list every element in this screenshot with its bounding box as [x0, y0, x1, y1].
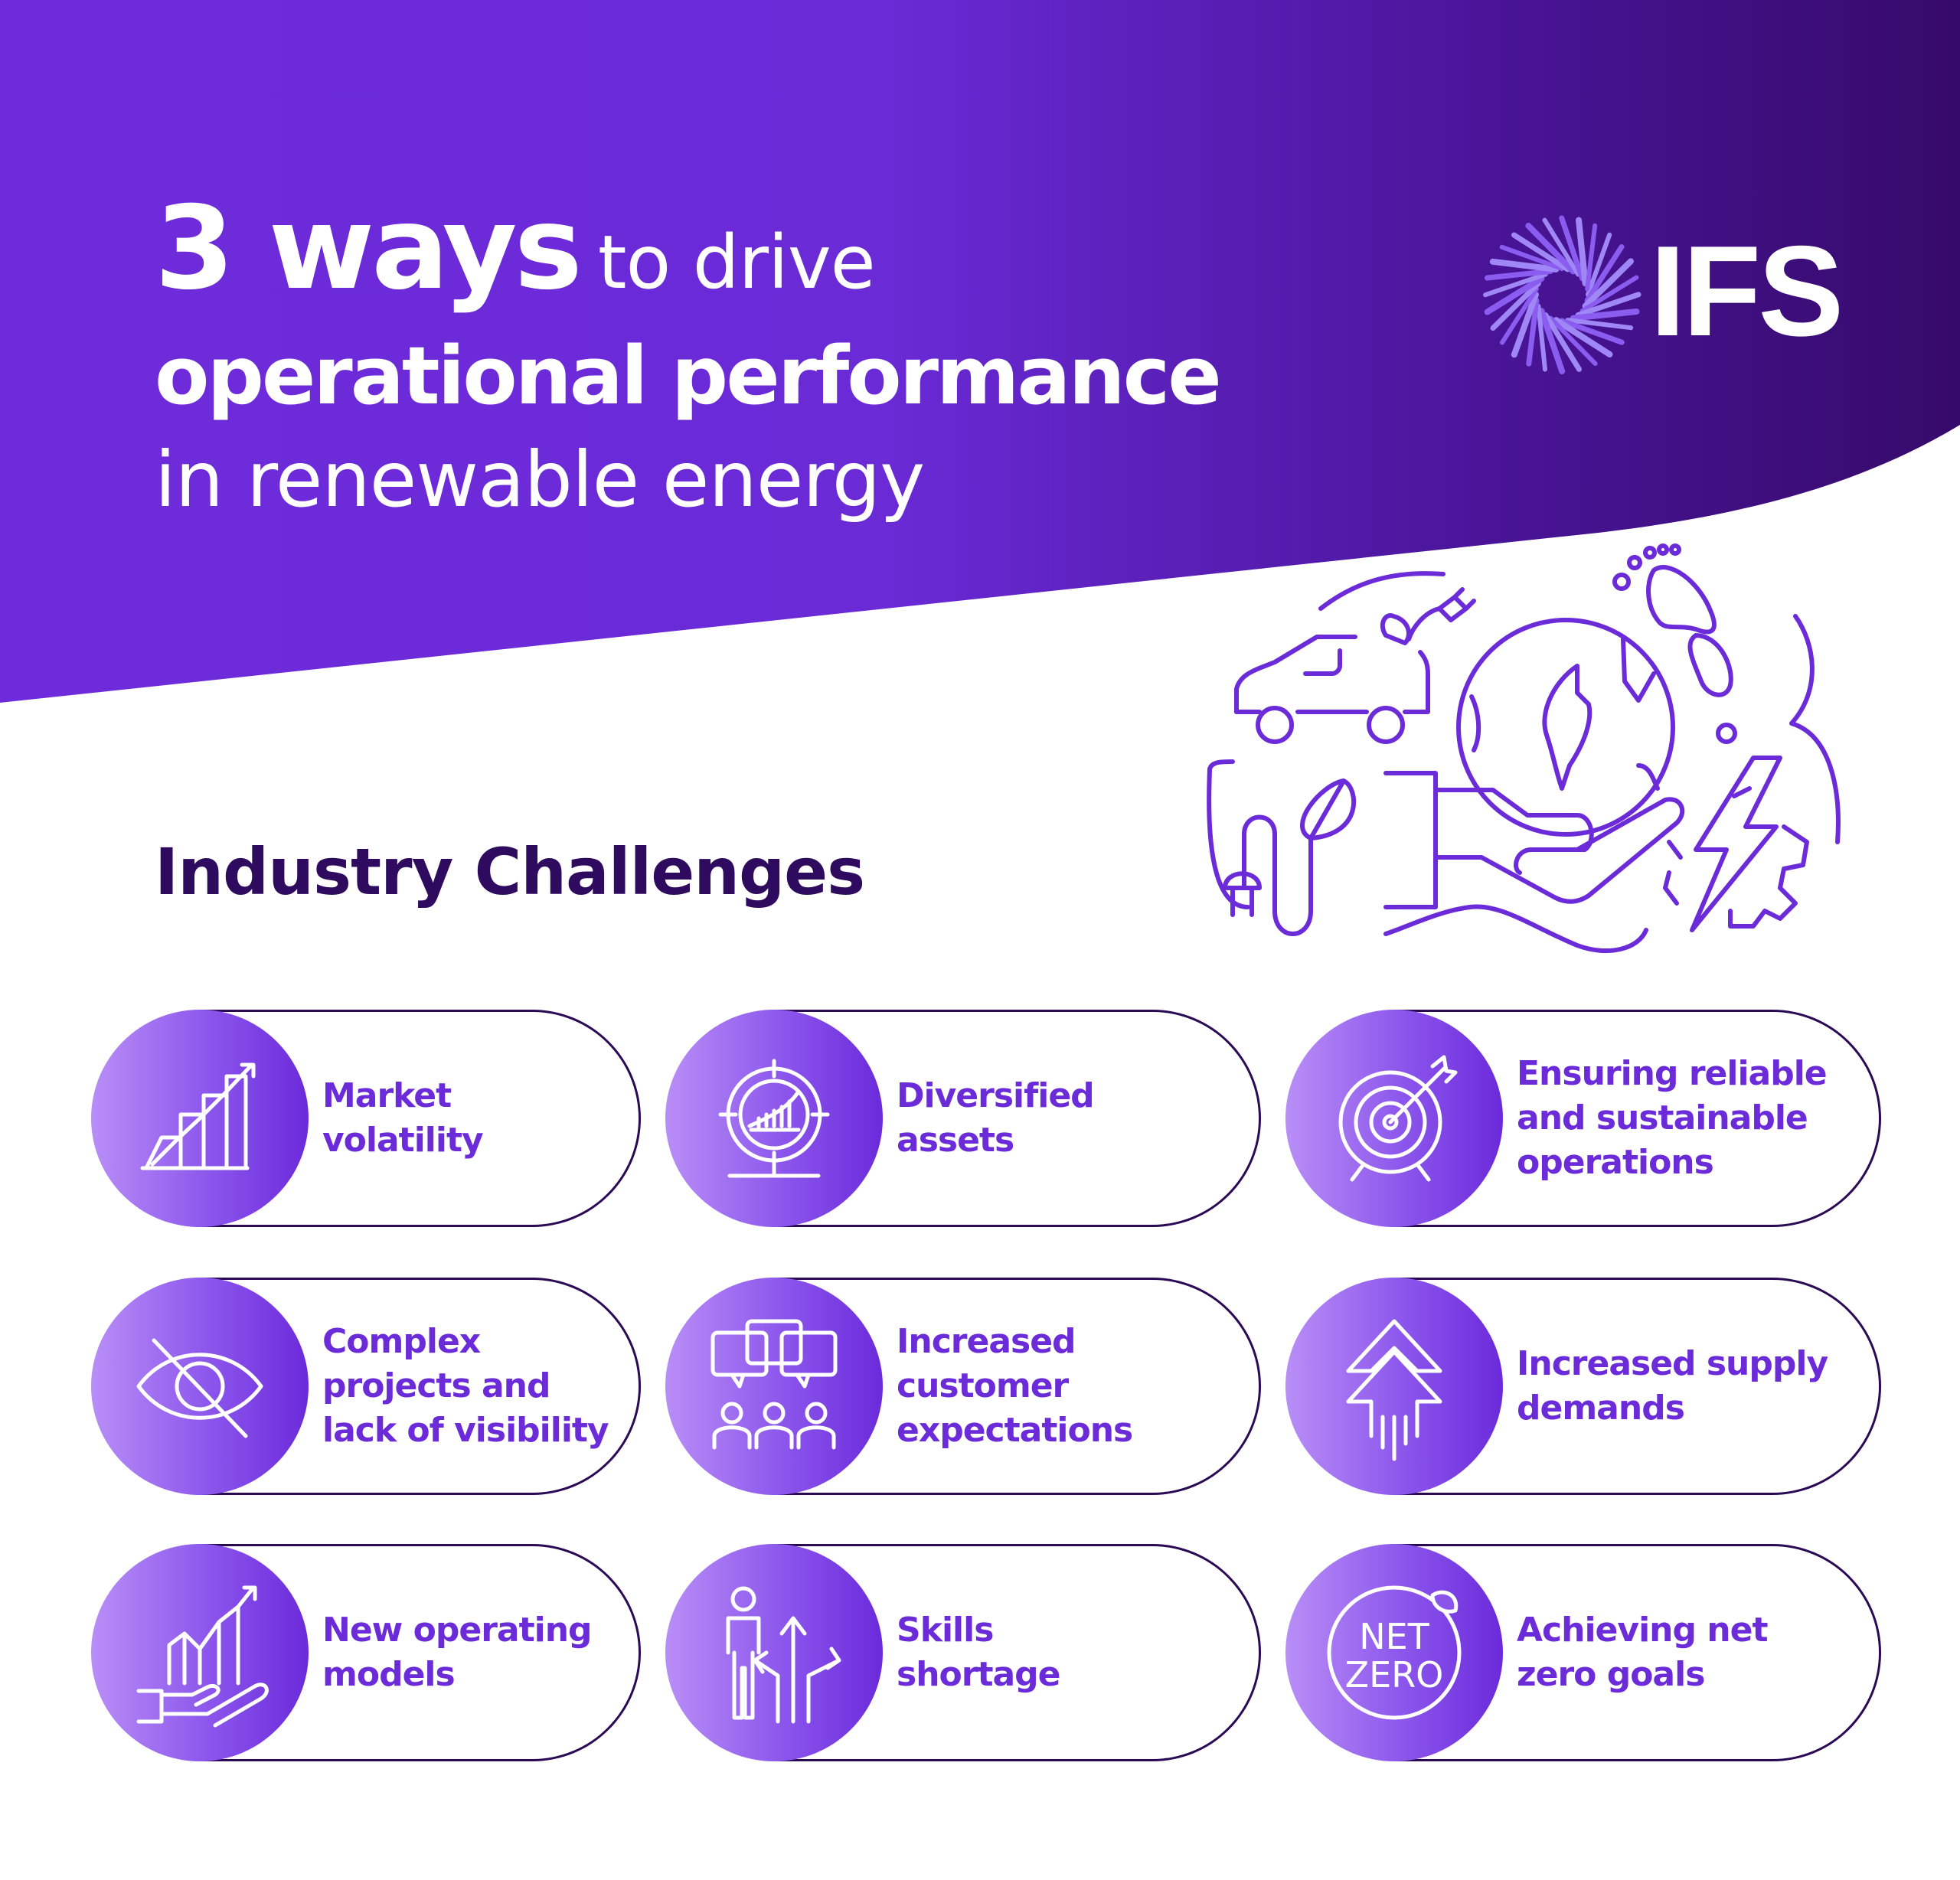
- challenge-label-line: shortage: [897, 1655, 1061, 1694]
- logo-wordmark: IFS: [1650, 219, 1844, 363]
- icon-circle: [665, 1278, 883, 1495]
- electric-car-icon: [1234, 587, 1476, 744]
- challenge-label-line: Increased: [897, 1322, 1076, 1361]
- challenge-label-line: and sustainable: [1517, 1098, 1808, 1137]
- headline-emphasis: 3 ways: [155, 182, 583, 315]
- challenge-card: Complex projects and lack of visibility: [91, 1278, 641, 1495]
- challenge-label-line: Ensuring reliable: [1517, 1054, 1828, 1093]
- bullseye-arrow-icon: [1338, 1055, 1458, 1182]
- swoosh-line: [1318, 571, 1446, 611]
- lightning-gear-icon: [1383, 756, 1809, 953]
- hand-icon: [1383, 771, 1685, 909]
- challenge-label-line: New operating: [322, 1611, 593, 1650]
- icon-circle: [1285, 1010, 1503, 1227]
- ifs-logo: IFS: [1478, 214, 1844, 375]
- rising-bar-chart-icon: [140, 1062, 256, 1170]
- footprint-icon: [1612, 543, 1841, 844]
- challenge-label-line: customer: [897, 1366, 1069, 1405]
- challenge-card: Market volatility: [91, 1010, 641, 1227]
- headline-line-2: operational performance: [155, 329, 1222, 423]
- target-chart-icon: [718, 1059, 830, 1178]
- challenge-label-line: expectations: [897, 1411, 1133, 1450]
- challenge-label-line: operations: [1517, 1143, 1714, 1182]
- challenge-card: Increased customer expectations: [665, 1278, 1261, 1495]
- challenge-label: Market volatility: [322, 1010, 644, 1227]
- challenge-label-line: models: [322, 1655, 456, 1694]
- challenge-label-line: Market: [322, 1076, 452, 1115]
- people-chat-icon: [710, 1319, 838, 1450]
- challenge-label-line: Achieving net: [1517, 1611, 1768, 1650]
- headline-line-3: in renewable energy: [155, 435, 925, 524]
- challenge-label-line: demands: [1517, 1389, 1685, 1428]
- hand-growth-chart-icon: [136, 1585, 269, 1728]
- net-zero-text-net: NET: [1359, 1616, 1429, 1657]
- challenge-label: Complex projects and lack of visibility: [322, 1278, 644, 1495]
- challenge-card: New operating models: [91, 1544, 641, 1761]
- eye-slash-icon: [136, 1338, 263, 1438]
- icon-circle: [91, 1544, 309, 1761]
- challenge-card: Ensuring reliable and sustainable operatio…: [1285, 1010, 1881, 1227]
- challenge-card: Increased supply demands: [1285, 1278, 1881, 1495]
- challenge-label-line: volatility: [322, 1121, 484, 1160]
- challenge-label-line: zero goals: [1517, 1655, 1705, 1694]
- challenge-label-line: Diversified: [897, 1076, 1095, 1115]
- challenge-label: New operating models: [322, 1544, 644, 1761]
- challenge-label-line: Complex: [322, 1322, 481, 1361]
- challenge-label: Increased supply demands: [1517, 1278, 1861, 1495]
- headline-rest: to drive: [597, 220, 876, 305]
- icon-circle: [665, 1544, 883, 1761]
- challenge-label: Increased customer expectations: [897, 1278, 1218, 1495]
- challenge-label-line: assets: [897, 1121, 1014, 1160]
- up-arrows-icon: [1346, 1319, 1442, 1461]
- challenge-label-line: projects and: [322, 1366, 550, 1405]
- challenge-label-line: lack of visibility: [322, 1411, 609, 1450]
- icon-circle: [1285, 1278, 1503, 1495]
- challenge-label: Ensuring reliable and sustainable operatio…: [1517, 1010, 1861, 1227]
- challenge-label-line: Increased supply: [1517, 1344, 1828, 1383]
- challenge-label: Diversified assets: [897, 1010, 1218, 1227]
- icon-circle: [665, 1010, 883, 1227]
- person-crossroads-icon: [726, 1586, 841, 1724]
- ifs-starburst-icon: [1483, 215, 1642, 374]
- challenge-card: Diversified assets: [665, 1010, 1261, 1227]
- section-title: Industry Challenges: [155, 834, 865, 909]
- plug-leaf-icon: [1207, 759, 1357, 936]
- icon-circle: [91, 1278, 309, 1495]
- icon-circle: [91, 1010, 309, 1227]
- challenge-label: Achieving net zero goals: [1517, 1544, 1861, 1761]
- challenge-card: Skills shortage: [665, 1544, 1261, 1761]
- globe-icon: [1456, 618, 1675, 837]
- challenge-label: Skills shortage: [897, 1544, 1218, 1761]
- challenge-label-line: Skills: [897, 1611, 994, 1650]
- net-zero-text-zero: ZERO: [1345, 1654, 1444, 1696]
